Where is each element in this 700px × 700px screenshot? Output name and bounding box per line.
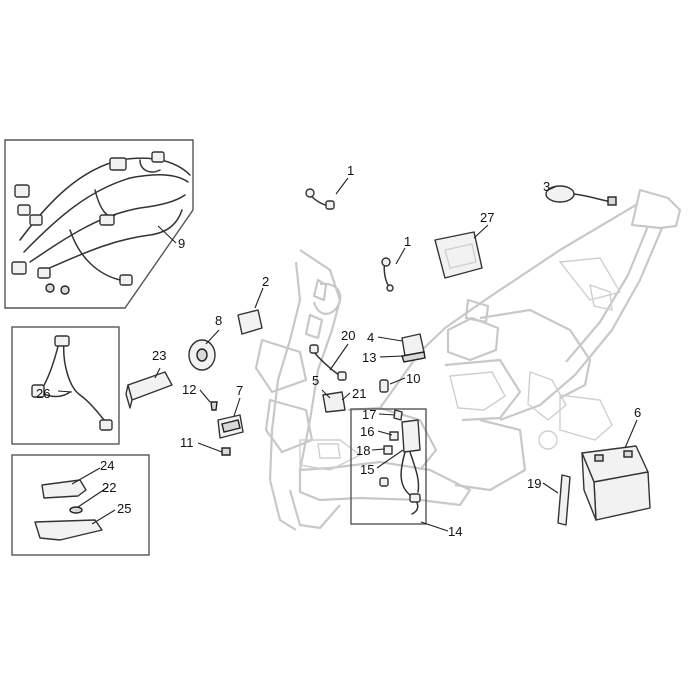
part-9-main-wiring-harness	[4, 139, 194, 309]
callout-19: 19	[527, 476, 541, 491]
part-16-fuse	[389, 431, 399, 441]
callout-20: 20	[341, 328, 355, 343]
part-1-sensor-lower	[381, 257, 394, 292]
part-2-relay	[237, 309, 263, 335]
callout-27: 27	[480, 210, 494, 225]
callout-5: 5	[312, 373, 319, 388]
part-17-fuse-holder	[393, 409, 403, 421]
callout-17: 17	[362, 407, 376, 422]
part-7-regulator	[217, 414, 244, 439]
part-26-auxiliary-harness	[11, 326, 120, 445]
part-22-washer	[69, 506, 83, 514]
part-25-plate	[34, 519, 103, 541]
callout-3: 3	[543, 179, 550, 194]
part-13-relay-base	[401, 351, 426, 363]
part-15-fuse-box	[401, 419, 421, 453]
part-18-fuse	[383, 445, 393, 455]
callout-12: 12	[182, 382, 196, 397]
callout-26: 26	[36, 386, 50, 401]
callout-24: 24	[100, 458, 114, 473]
part-19-strap	[557, 474, 571, 526]
callout-15: 15	[360, 462, 374, 477]
callout-7: 7	[236, 383, 243, 398]
callout-21: 21	[352, 386, 366, 401]
part-3-switch	[545, 185, 617, 206]
callout-1b: 1	[404, 234, 411, 249]
callout-10: 10	[406, 371, 420, 386]
callout-16: 16	[360, 424, 374, 439]
part-12-screw	[210, 401, 218, 411]
callout-14: 14	[448, 524, 462, 539]
leader-lines	[57, 177, 638, 532]
callout-9: 9	[178, 236, 185, 251]
part-10-fuse	[379, 379, 389, 393]
part-1-sensor-upper	[305, 188, 335, 210]
callout-18: 18	[356, 443, 370, 458]
callout-13: 13	[362, 350, 376, 365]
callout-11: 11	[180, 435, 194, 450]
callout-8: 8	[215, 313, 222, 328]
part-27-document-pouch	[434, 231, 483, 279]
part-14-fuse-box-group	[350, 408, 427, 525]
callout-2: 2	[262, 274, 269, 289]
callout-1a: 1	[347, 163, 354, 178]
parts-22-24-25-group	[11, 454, 150, 556]
part-23-module	[125, 371, 173, 409]
callout-6: 6	[634, 405, 641, 420]
part-6-battery	[581, 445, 651, 521]
callout-22: 22	[102, 480, 116, 495]
part-11-nut	[221, 447, 231, 456]
part-20-wire-lead	[309, 344, 347, 381]
callout-23: 23	[152, 348, 166, 363]
callout-25: 25	[117, 501, 131, 516]
callout-4: 4	[367, 330, 374, 345]
part-8-horn	[188, 339, 216, 371]
part-24-bracket	[41, 479, 87, 499]
callout-labels: 1 1 2 3 4 5 6 7 8 9 10 11 12 13 14 15 16…	[36, 163, 641, 539]
